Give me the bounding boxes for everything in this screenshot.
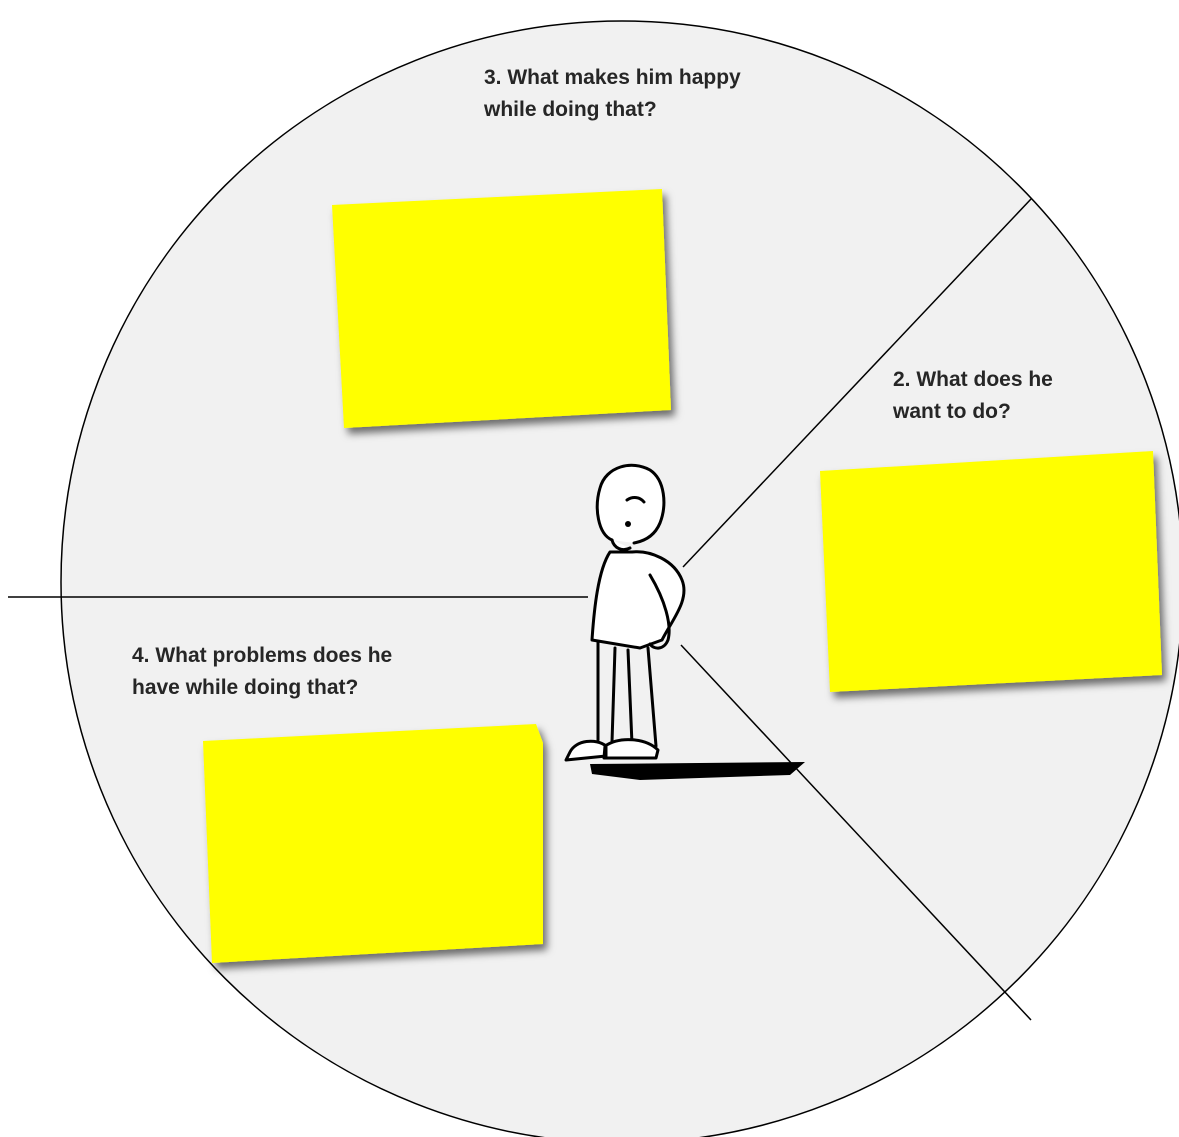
question-4-label: 4. What problems does he have while doin…: [132, 644, 393, 699]
ground-shadow: [590, 762, 805, 780]
sticky-note-q2[interactable]: [820, 451, 1162, 692]
person-legs: [596, 640, 658, 748]
person-feet: [564, 738, 660, 762]
standing-person-icon: [564, 463, 805, 780]
question-3-label: 3. What makes him happy while doing that…: [484, 66, 741, 121]
divider-lower-right: [680, 644, 1032, 1021]
person-torso: [590, 550, 686, 650]
question-2-label: 2. What does he want to do?: [893, 368, 1053, 423]
divider-upper-right: [682, 198, 1032, 568]
sticky-note-q4[interactable]: [203, 724, 543, 963]
person-head: [595, 463, 666, 545]
sticky-note-q3[interactable]: [332, 189, 671, 428]
